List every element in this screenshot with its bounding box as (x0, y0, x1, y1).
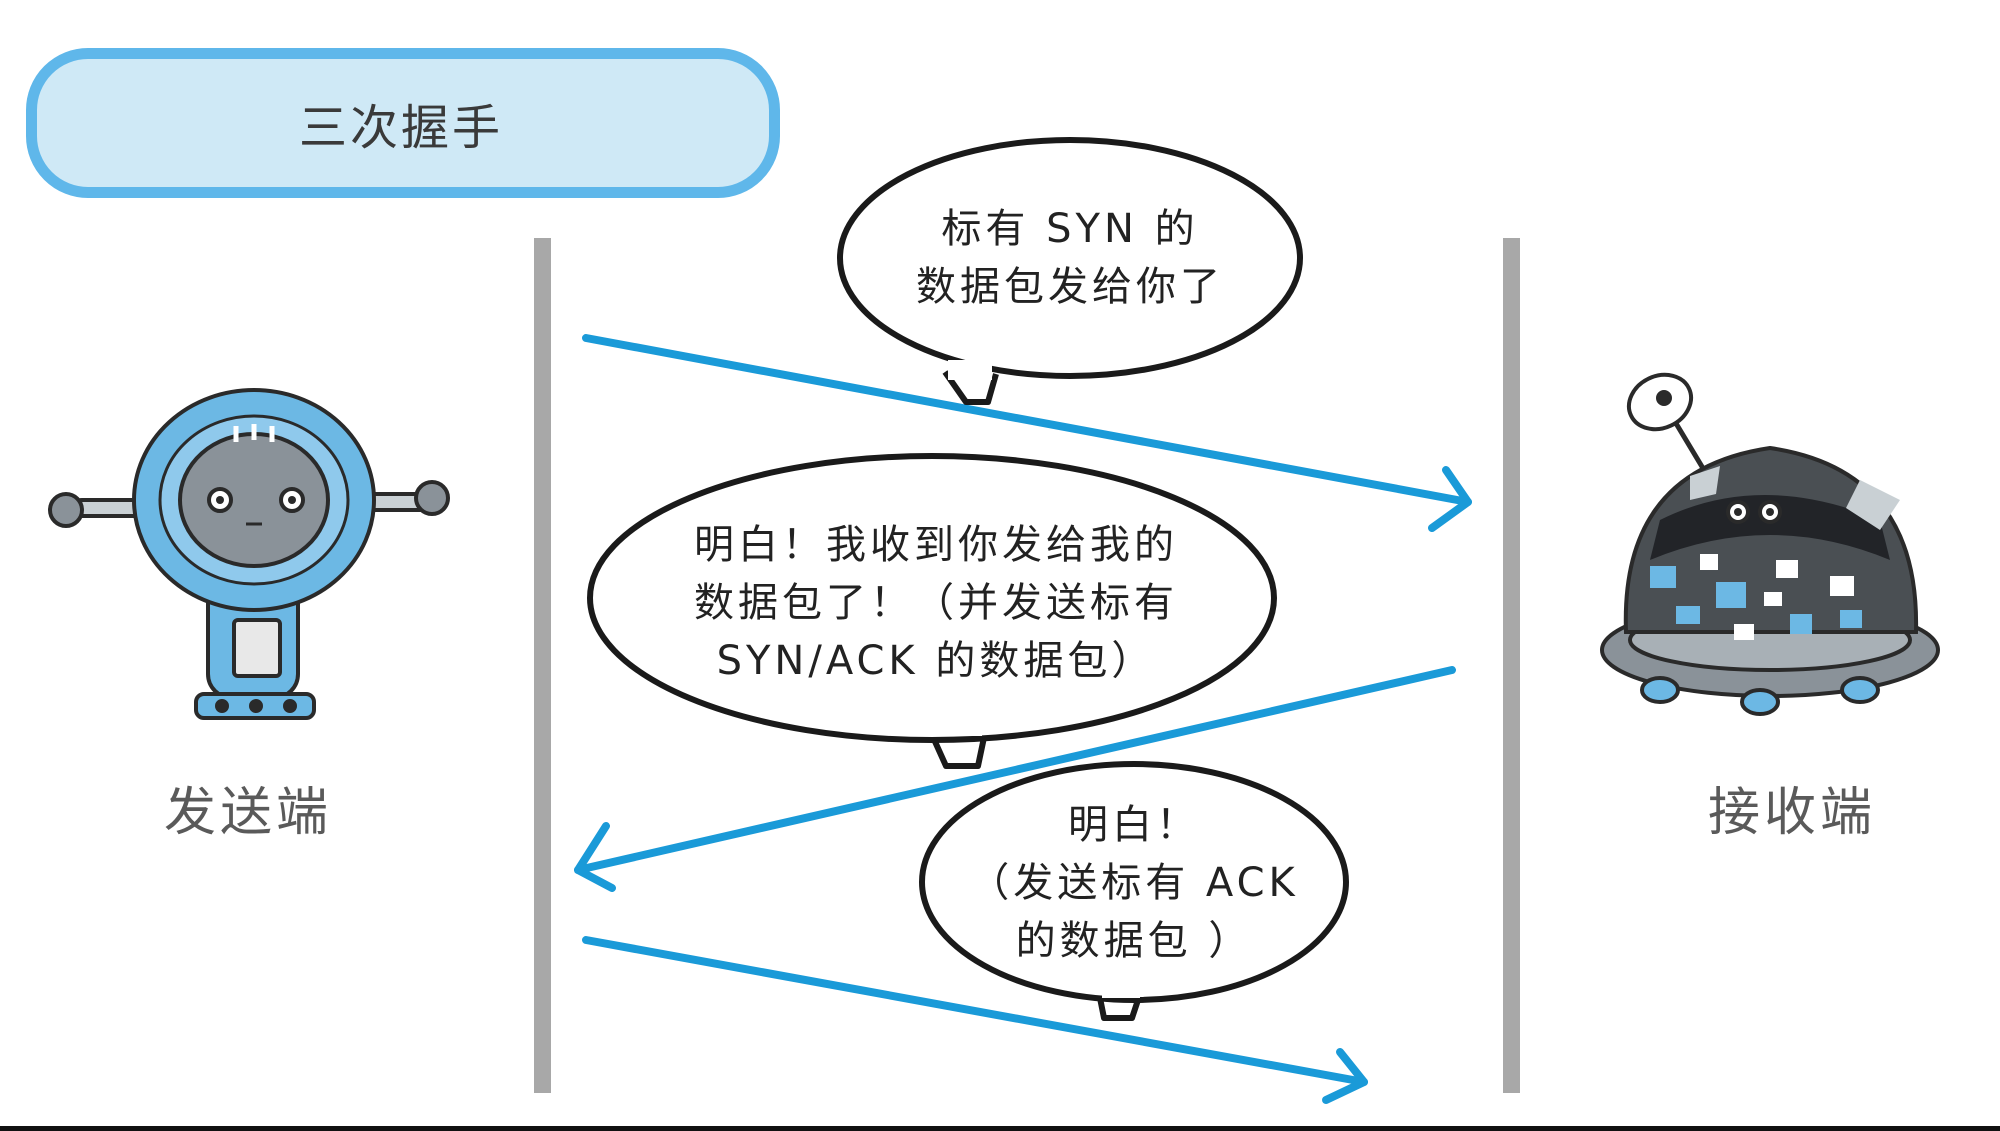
ack-speech-bubble (919, 761, 1349, 1021)
title-box: 三次握手 (26, 48, 780, 198)
bottom-border (0, 1126, 2000, 1131)
synack-bubble-line-2: 数据包了！（并发送标有 (694, 580, 1178, 626)
ack-bubble-line-1: 明白！ (1068, 802, 1200, 848)
ack-bubble-text: 明白！ （发送标有 ACK 的数据包 ） (956, 796, 1312, 970)
receiver-label: 接收端 (1708, 783, 1877, 843)
diagram-title: 三次握手 (298, 100, 503, 156)
ack-bubble-line-2: （发送标有 ACK (969, 860, 1299, 906)
syn-bubble-line-1: 标有 SYN 的 (941, 206, 1199, 252)
blue-robot-icon (48, 388, 450, 720)
synack-arrow (574, 666, 1456, 892)
syn-bubble-text: 标有 SYN 的 数据包发给你了 (880, 200, 1260, 316)
sender-label: 发送端 (164, 783, 333, 843)
ack-arrow (582, 936, 1368, 1104)
synack-bubble-text: 明白！我收到你发给我的 数据包了！（并发送标有 SYN/ACK 的数据包） (646, 516, 1226, 690)
synack-speech-bubble (587, 453, 1277, 769)
syn-bubble-line-2: 数据包发给你了 (916, 264, 1224, 310)
synack-bubble-line-3: SYN/ACK 的数据包） (716, 638, 1156, 684)
sender-lifeline (534, 238, 551, 1093)
receiver-lifeline (1503, 238, 1520, 1093)
syn-speech-bubble (837, 137, 1303, 405)
syn-arrow (582, 334, 1472, 532)
ack-bubble-line-3: 的数据包 ） (1015, 918, 1253, 964)
dome-robot-icon (1600, 372, 1940, 716)
synack-bubble-line-1: 明白！我收到你发给我的 (694, 522, 1178, 568)
